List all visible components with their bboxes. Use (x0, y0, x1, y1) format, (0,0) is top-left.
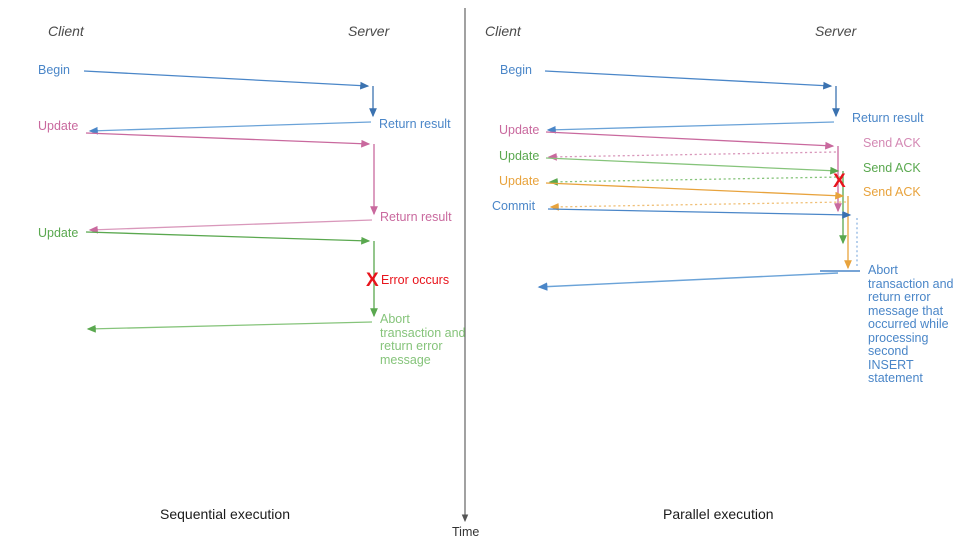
right-message-send-ack-1 (547, 151, 837, 161)
left-panel-caption: Sequential execution (160, 506, 290, 522)
right-label-commit: Commit (492, 199, 536, 213)
right-actor-client: Client (485, 23, 521, 39)
right-label-send-ack-2: Send ACK (863, 161, 921, 175)
left-message-update-2 (85, 231, 378, 318)
error-x-icon-right: X (833, 171, 846, 192)
right-label-update-3: Update (499, 174, 540, 188)
left-label-begin: Begin (38, 63, 70, 77)
time-axis-label: Time (452, 525, 480, 539)
left-label-return-result-2: Return result (380, 210, 452, 224)
left-panel-flows (83, 70, 378, 333)
left-label-return-result-1: Return result (379, 117, 451, 131)
left-label-error-occurs: Error occurs (381, 273, 450, 287)
left-message-update-1 (85, 132, 378, 216)
right-message-send-ack-2 (548, 176, 842, 186)
right-message-update-2 (545, 157, 847, 245)
left-message-begin (83, 70, 377, 118)
right-label-send-ack-1: Send ACK (863, 136, 921, 150)
right-message-abort (537, 270, 860, 291)
right-label-update-1: Update (499, 123, 540, 137)
left-label-update-1: Update (38, 119, 79, 133)
right-message-update-1 (545, 131, 842, 213)
right-label-begin: Begin (500, 63, 532, 77)
right-message-begin (544, 70, 840, 118)
right-panel-caption: Parallel execution (663, 506, 774, 522)
right-message-send-ack-3 (549, 201, 847, 211)
right-label-return-result: Return result (852, 111, 924, 125)
right-actor-server: Server (815, 23, 857, 39)
right-label-abort: Abort transaction and return error messa… (868, 263, 954, 385)
left-message-return-result-1 (88, 121, 372, 135)
left-message-abort (86, 321, 373, 333)
left-label-update-2: Update (38, 226, 79, 240)
left-actor-client: Client (48, 23, 84, 39)
left-label-abort: Abort transaction and return error messa… (380, 312, 466, 367)
right-label-send-ack-3: Send ACK (863, 185, 921, 199)
right-panel-flows (537, 70, 860, 291)
right-message-return-result (546, 121, 835, 134)
left-actor-server: Server (348, 23, 390, 39)
left-message-return-result-2 (88, 219, 373, 234)
right-message-update-3 (545, 182, 852, 270)
right-label-update-2: Update (499, 149, 540, 163)
right-message-commit (547, 208, 858, 266)
error-x-icon-left: X (366, 270, 379, 291)
